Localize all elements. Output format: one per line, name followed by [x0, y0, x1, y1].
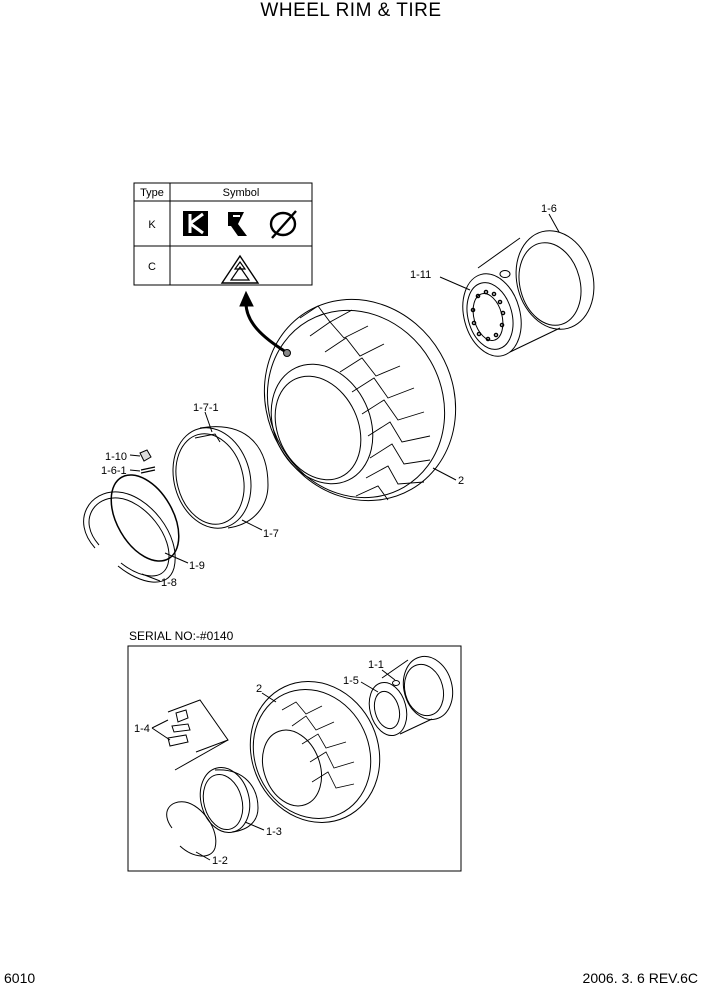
callout-lock-ring: 1-9: [189, 560, 205, 572]
callout-rim-bolt: 1-11: [410, 269, 431, 281]
lock-parts: [129, 449, 156, 474]
callout-side-ring: 1-7: [263, 528, 279, 540]
serial-label: SERIAL NO:-#0140: [129, 629, 234, 643]
table-header-type: Type: [140, 187, 164, 199]
triangle-mark-icon: [220, 254, 260, 284]
callout-tire: 2: [458, 475, 464, 487]
callout-lock: 1-10: [105, 451, 127, 463]
table-row-c: C: [148, 261, 156, 273]
main-tire: [263, 298, 457, 502]
page-title: WHEEL RIM & TIRE: [260, 0, 442, 21]
serial-inset-box: [127, 645, 462, 872]
page-number: 6010: [4, 970, 36, 986]
revision-date: 2006. 3. 6 REV.6C: [582, 970, 698, 986]
symbol-table: [133, 182, 313, 286]
inset-callout-rim-bolt: 1-5: [343, 675, 359, 687]
inset-callout-snap-ring: 1-2: [212, 855, 228, 867]
table-row-k: K: [148, 219, 156, 231]
k-logo-icon: [183, 211, 208, 236]
callout-ring-inner: 1-7-1: [193, 402, 219, 414]
globe-slash-icon: [269, 210, 297, 239]
callout-rim-disc: 1-6: [541, 203, 557, 215]
lock-ring: [110, 474, 189, 564]
snap-ring: [83, 491, 176, 583]
inset-callout-tire: 2: [256, 683, 262, 695]
pointer-arrow: [239, 290, 291, 357]
side-ring: [172, 411, 269, 531]
callout-snap-ring: 1-8: [161, 577, 177, 589]
callout-key: 1-6-1: [101, 465, 127, 477]
table-header-symbol: Symbol: [223, 187, 260, 199]
inset-callout-rim-disc: 1-1: [368, 659, 384, 671]
inset-callout-lock-set: 1-4: [134, 723, 150, 735]
main-rim: [439, 213, 595, 357]
double-r-logo-icon: [228, 212, 247, 236]
inset-callout-side-ring: 1-3: [266, 826, 282, 838]
